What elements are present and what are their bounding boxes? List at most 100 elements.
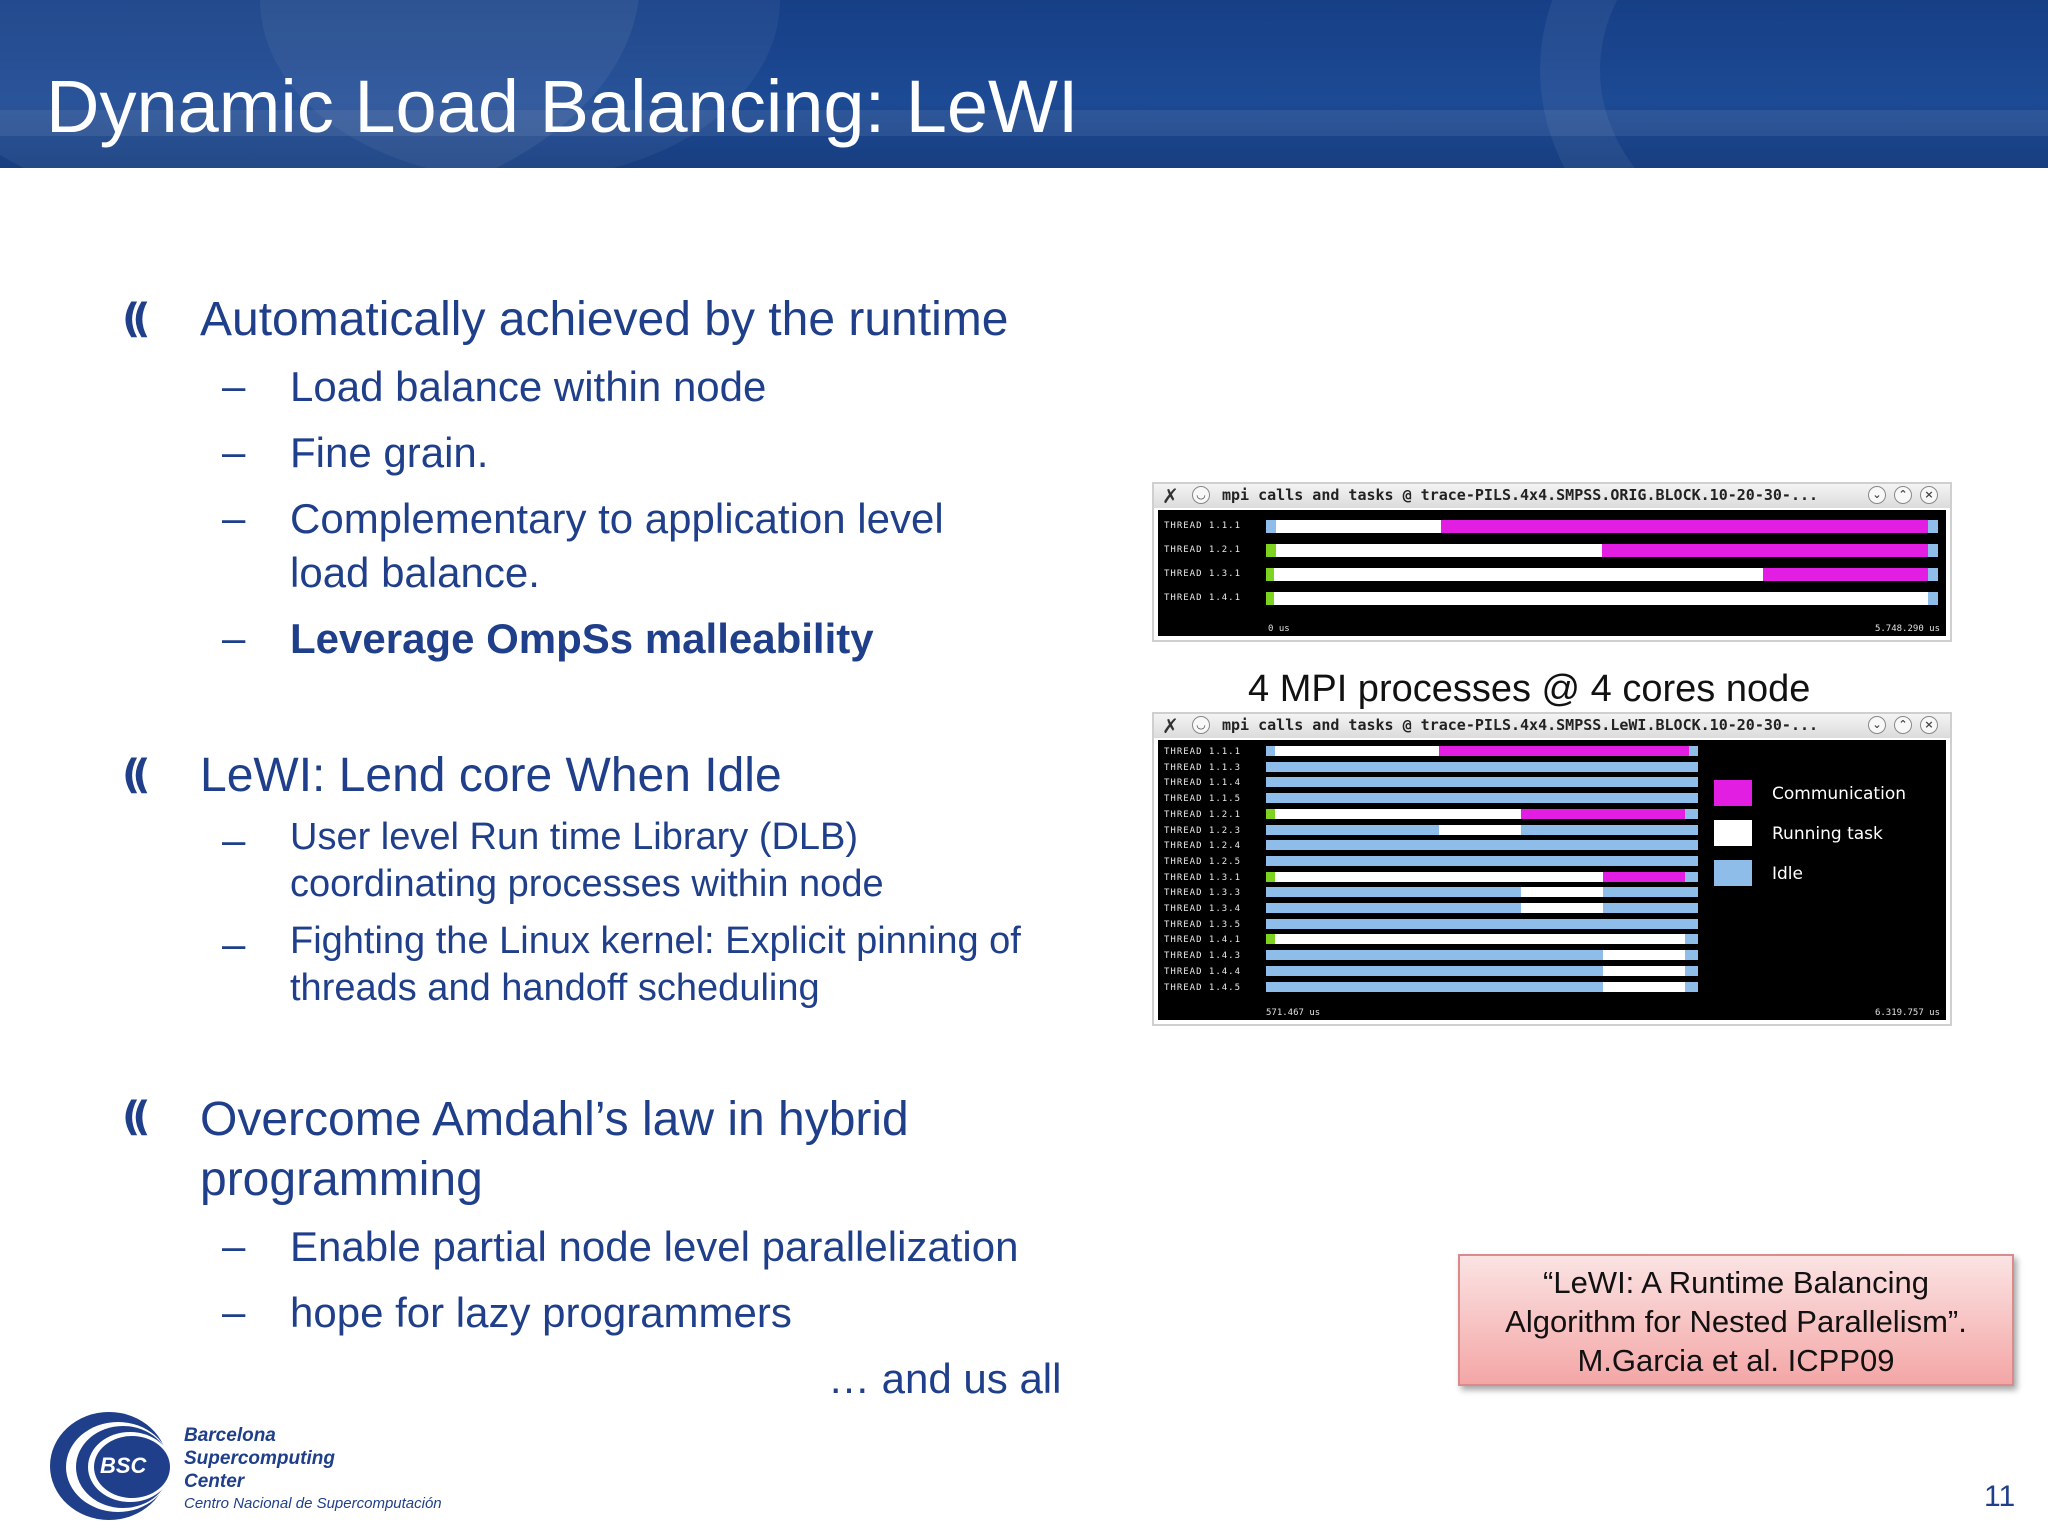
window-title: mpi calls and tasks @ trace-PILS.4x4.SMP… [1222,486,1819,504]
close-icon[interactable]: × [1920,716,1938,734]
bullet-marker-icon: (( [122,752,150,798]
sub-bullet: Load balance within node [290,363,767,410]
slide-header: Dynamic Load Balancing: LeWI [0,0,2048,168]
chevron-down-icon[interactable]: ⌄ [1868,486,1886,504]
state-segment-idle [1602,903,1698,913]
thread-timeline[interactable] [1266,761,1698,772]
app-x-icon: ✗ [1162,484,1179,508]
thread-timeline[interactable] [1266,808,1698,819]
thread-timeline[interactable] [1266,871,1698,882]
trace-window-lewi: ✗ ◡ mpi calls and tasks @ trace-PILS.4x4… [1152,712,1952,1026]
bullet-heading: Automatically achieved by the runtime [200,293,1009,346]
axis-end-label: 6.319.757 us [1874,1008,1940,1018]
chevron-up-icon[interactable]: ⌃ [1894,486,1912,504]
sub-bullet: Enable partial node level parallelizatio… [290,1223,1019,1270]
state-segment-communication [1602,871,1686,882]
thread-timeline[interactable] [1266,965,1698,976]
state-segment-running [1602,965,1686,976]
window-titlebar: ✗ ◡ mpi calls and tasks @ trace-PILS.4x4… [1154,484,1950,508]
state-segment-idle [1266,793,1698,804]
state-segment-running [1520,903,1603,913]
dash-icon: – [222,428,246,475]
thread-timeline[interactable] [1266,746,1698,756]
state-segment-idle [1927,520,1938,533]
window-menu-icon[interactable]: ◡ [1192,716,1210,734]
state-segment-idle [1689,746,1698,756]
citation-box: “LeWI: A Runtime Balancing Algorithm for… [1458,1254,2014,1386]
window-menu-icon[interactable]: ◡ [1192,486,1210,504]
state-segment-running [1602,950,1686,961]
thread-timeline[interactable] [1266,887,1698,898]
thread-timeline[interactable] [1266,840,1698,851]
thread-timeline[interactable] [1266,592,1938,605]
state-segment-idle [1602,887,1698,898]
thread-timeline[interactable] [1266,520,1938,533]
state-segment-communication [1438,746,1690,756]
state-segment-idle [1685,808,1698,819]
chevron-up-icon[interactable]: ⌃ [1894,716,1912,734]
state-segment-running [1602,981,1686,992]
thread-label: THREAD 1.1.3 [1164,762,1242,773]
state-segment-idle [1266,746,1275,756]
logo-subline: Centro Nacional de Supercomputación [184,1495,442,1512]
logo-mark: BSC [100,1453,147,1478]
state-segment-idle [1685,965,1698,976]
state-segment-idle [1266,761,1698,772]
sub-bullet: Complementary to application level load … [290,492,944,600]
thread-timeline[interactable] [1266,544,1938,557]
thread-timeline[interactable] [1266,950,1698,961]
thread-label: THREAD 1.2.4 [1164,841,1242,852]
close-icon[interactable]: × [1920,486,1938,504]
dash-icon: – [222,1288,246,1335]
legend-label: Communication [1772,784,1906,804]
thread-label: THREAD 1.1.1 [1164,747,1242,757]
dash-icon: – [222,816,246,863]
state-segment-idle [1685,950,1698,961]
thread-timeline[interactable] [1266,918,1698,929]
state-segment-communication [1440,520,1928,533]
legend-swatch-running [1714,820,1752,846]
thread-timeline[interactable] [1266,855,1698,866]
bullet-marker-icon: (( [122,1094,150,1140]
thread-label: THREAD 1.2.1 [1164,809,1242,820]
dash-icon: – [222,920,246,967]
thread-label: THREAD 1.4.4 [1164,966,1242,977]
state-segment-idle [1266,520,1277,533]
thread-timeline[interactable] [1266,824,1698,835]
thread-label: THREAD 1.3.1 [1164,872,1242,883]
thread-timeline[interactable] [1266,777,1698,788]
thread-timeline[interactable] [1266,981,1698,992]
sub-bullet-line: User level Run time Library (DLB) [290,816,859,858]
thread-label: THREAD 1.4.5 [1164,982,1242,993]
bullet-heading-line: Overcome Amdahl’s law in hybrid [200,1093,909,1146]
bullet-heading: LeWI: Lend core When Idle [200,749,782,802]
chevron-down-icon[interactable]: ⌄ [1868,716,1886,734]
thread-label: THREAD 1.2.1 [1164,545,1242,555]
thread-timeline[interactable] [1266,934,1698,945]
state-segment-idle [1266,981,1603,992]
state-segment-idle [1927,568,1938,581]
legend-swatch-communication [1714,780,1752,806]
thread-label: THREAD 1.4.1 [1164,935,1242,946]
thread-label: THREAD 1.3.3 [1164,888,1242,899]
state-segment-communication [1602,544,1928,557]
page-number: 11 [1984,1480,2016,1513]
bullet-marker-icon: (( [122,296,150,342]
state-segment-idle [1685,981,1698,992]
thread-timeline[interactable] [1266,568,1938,581]
thread-timeline[interactable] [1266,903,1698,913]
legend-label: Idle [1772,864,1803,884]
thread-label: THREAD 1.3.5 [1164,919,1242,930]
citation-line: M.Garcia et al. ICPP09 [1577,1343,1895,1378]
axis-end-label: 5.748.290 us [1874,624,1940,634]
header-decoration [0,0,640,168]
state-segment-communication [1763,568,1928,581]
legend-swatch-idle [1714,860,1752,886]
state-segment-idle [1927,592,1938,605]
logo-line: Barcelona [184,1425,276,1446]
state-segment-running [1274,568,1764,581]
header-stripe [0,110,2048,136]
thread-timeline[interactable] [1266,793,1698,804]
state-segment-green [1266,592,1275,605]
